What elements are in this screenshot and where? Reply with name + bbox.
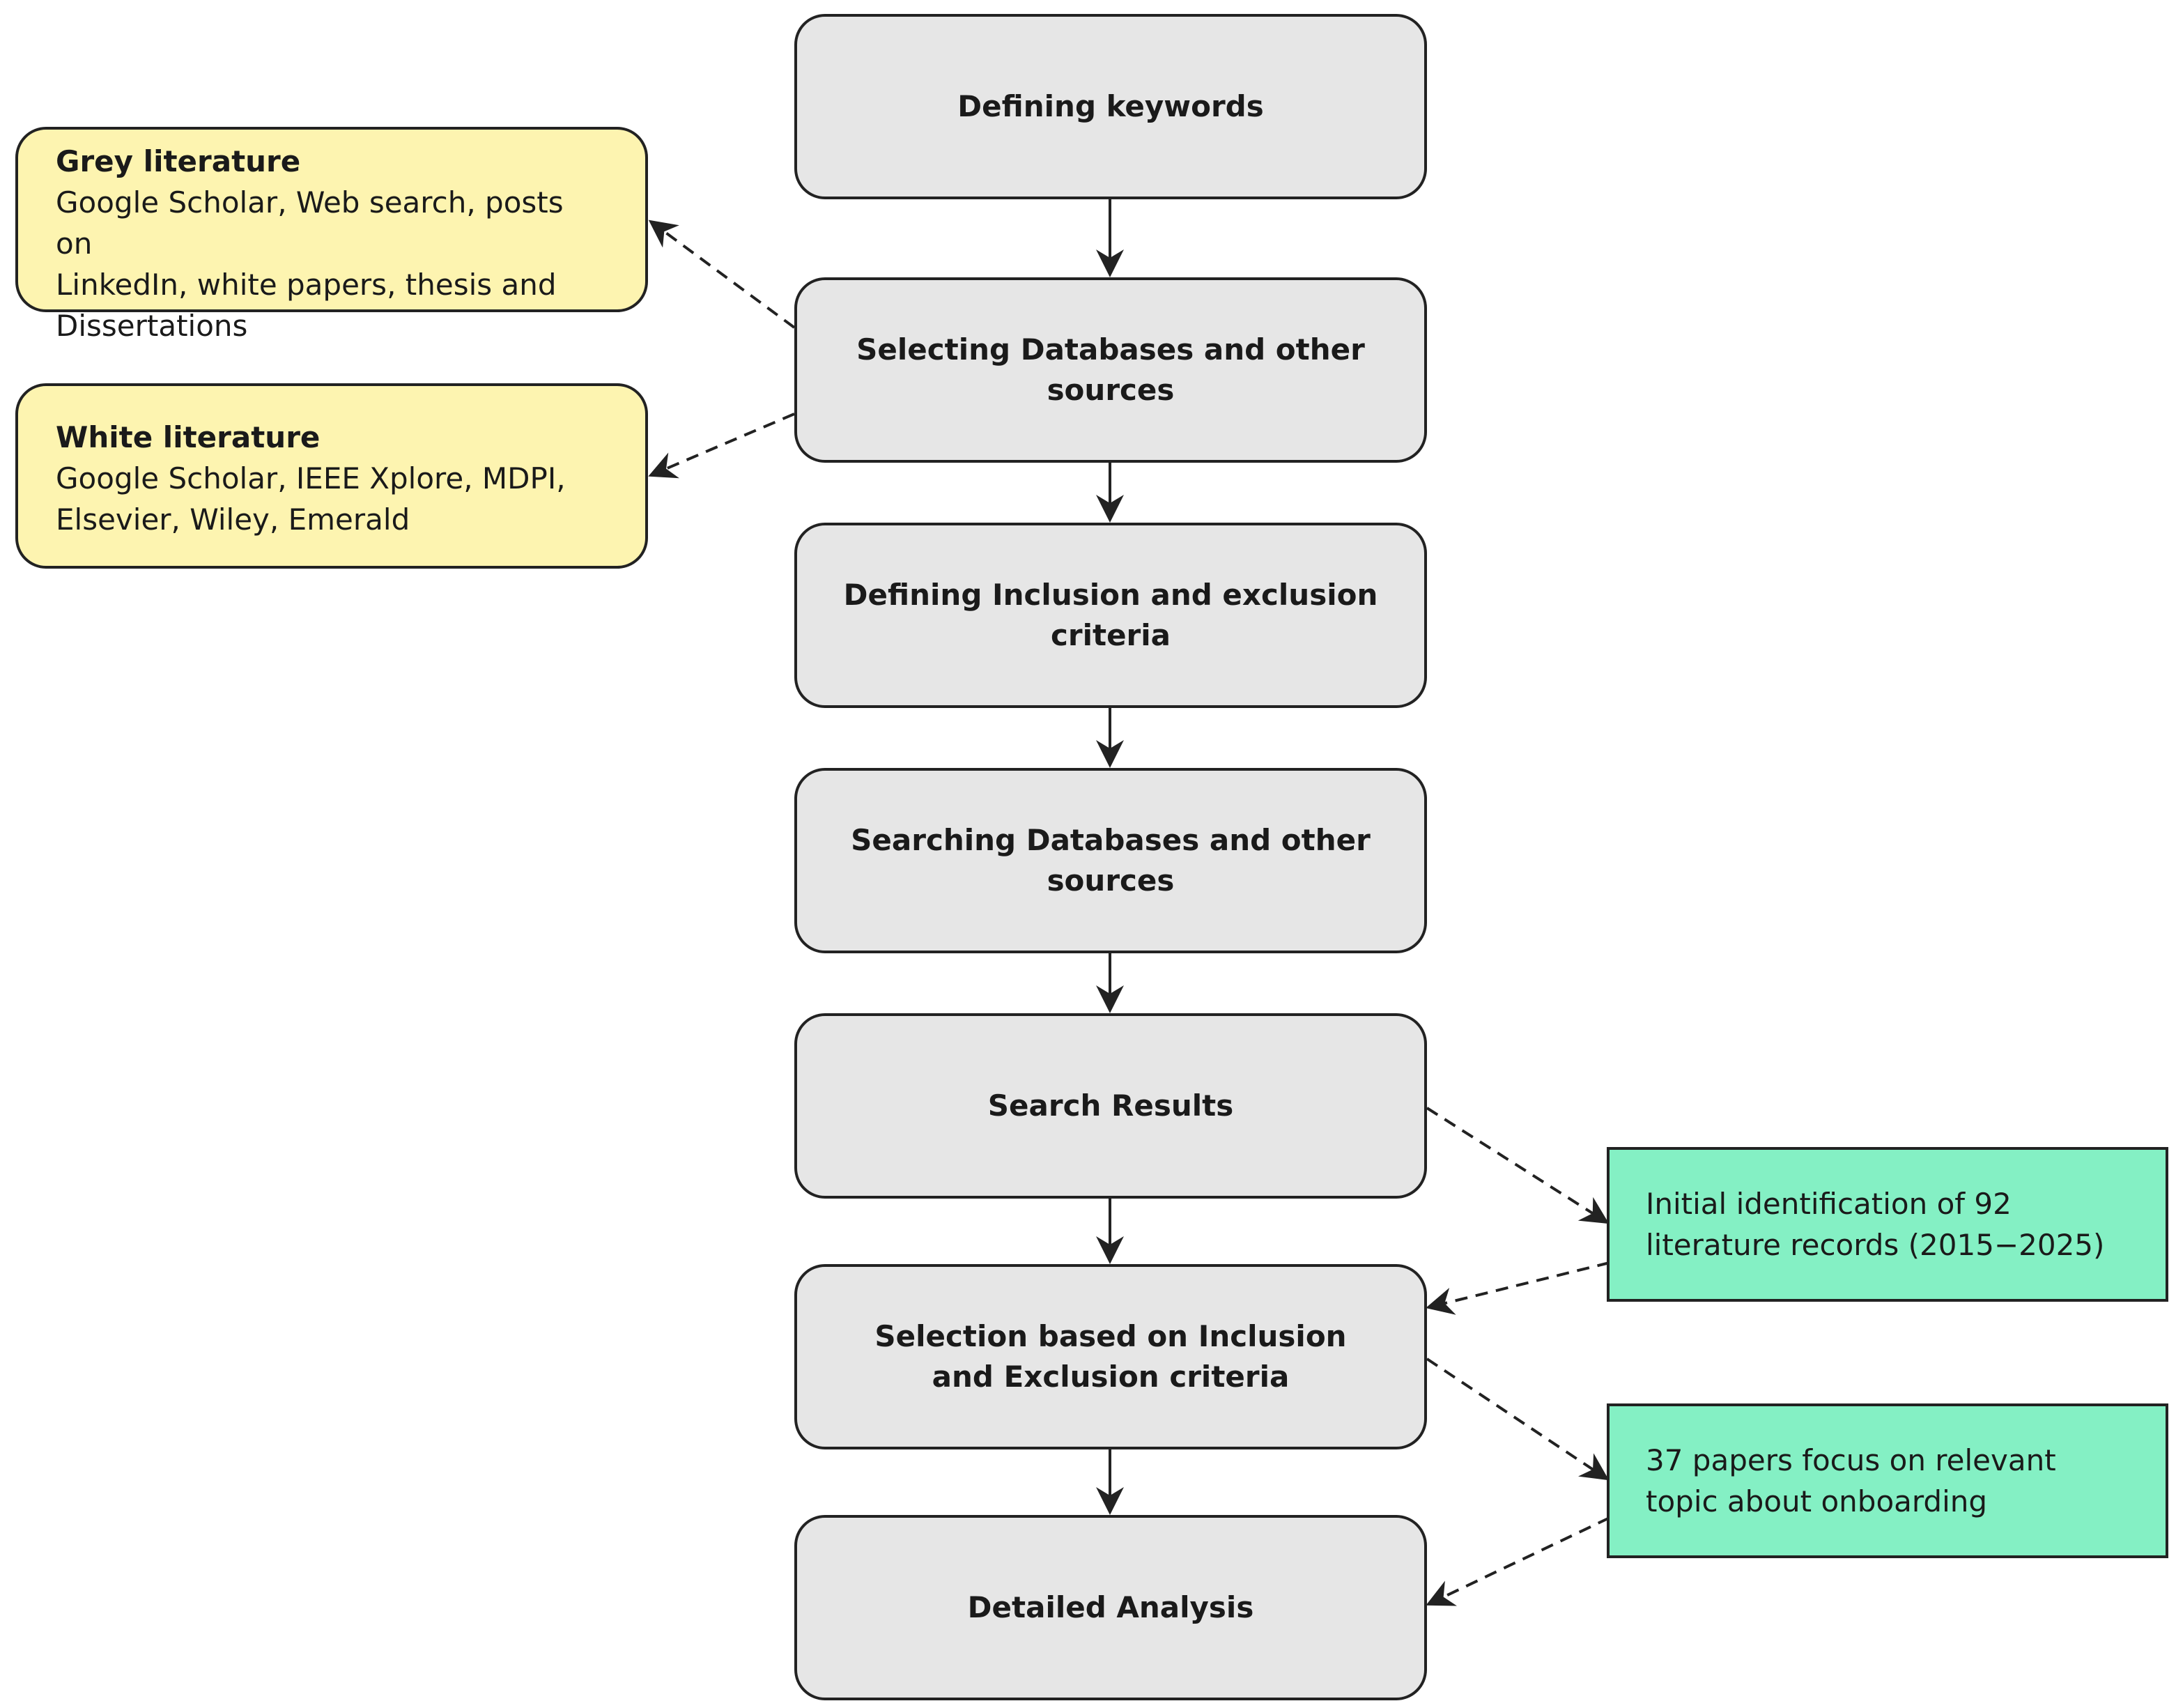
arrow-selection-to-relevant xyxy=(1426,1357,1610,1481)
step-label: Selecting Databases and other sources xyxy=(856,332,1365,407)
step-selection-criteria: Selection based on Inclusion and Exclusi… xyxy=(794,1264,1427,1449)
step-defining-criteria: Defining Inclusion and exclusion criteri… xyxy=(794,523,1427,708)
step-label: Defining keywords xyxy=(957,89,1264,123)
grey-literature-title: Grey literature xyxy=(56,144,301,178)
white-literature-title: White literature xyxy=(56,420,321,454)
step-defining-keywords: Defining keywords xyxy=(794,14,1427,199)
relevant-papers-note: 37 papers focus on relevant topic about … xyxy=(1607,1403,2168,1558)
identification-note: Initial identification of 92 literature … xyxy=(1607,1147,2168,1302)
step-label: Search Results xyxy=(987,1088,1234,1123)
grey-literature-box: Grey literature Google Scholar, Web sear… xyxy=(15,127,648,343)
step-selecting-databases: Selecting Databases and other sources xyxy=(794,277,1427,463)
relevant-papers-note-text: 37 papers focus on relevant topic about … xyxy=(1646,1443,2056,1518)
arrow-identification-to-selection xyxy=(1426,1261,1610,1315)
grey-literature-sources: Google Scholar, Web search, posts on Lin… xyxy=(56,185,564,343)
step-label: Searching Databases and other sources xyxy=(851,823,1371,898)
step-label: Selection based on Inclusion and Exclusi… xyxy=(874,1319,1347,1394)
arrow-databases-to-white xyxy=(648,413,795,479)
step-label: Defining Inclusion and exclusion criteri… xyxy=(843,578,1378,652)
step-detailed-analysis: Detailed Analysis xyxy=(794,1515,1427,1700)
step-searching-databases: Searching Databases and other sources xyxy=(794,768,1427,953)
step-search-results: Search Results xyxy=(794,1013,1427,1199)
white-literature-box: White literature Google Scholar, IEEE Xp… xyxy=(15,383,648,569)
arrow-relevant-to-analysis xyxy=(1426,1516,1610,1606)
white-literature-sources: Google Scholar, IEEE Xplore, MDPI, Elsev… xyxy=(56,461,566,537)
identification-note-text: Initial identification of 92 literature … xyxy=(1646,1187,2105,1262)
arrow-databases-to-grey xyxy=(648,220,796,329)
arrow-results-to-identification xyxy=(1426,1107,1610,1224)
step-label: Detailed Analysis xyxy=(967,1590,1254,1624)
